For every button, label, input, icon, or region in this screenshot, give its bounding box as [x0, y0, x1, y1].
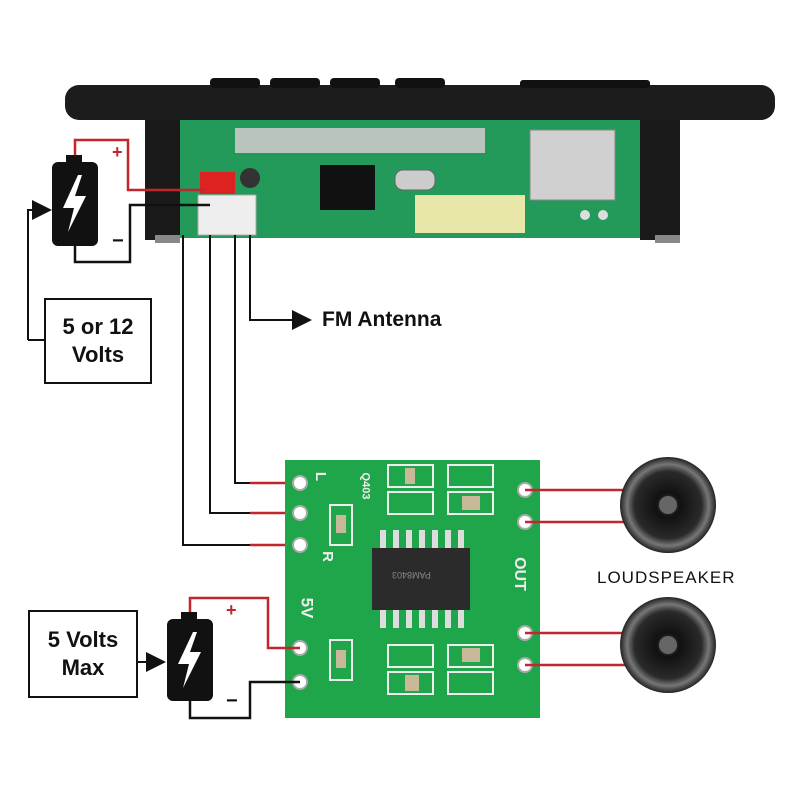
chip-mark: PAM8403 [392, 570, 431, 580]
board-mark-l: L [312, 471, 330, 482]
source-voltage-line2: Volts [71, 342, 125, 367]
amp-black-ground-wire [188, 680, 300, 720]
mp3-decoder-module [65, 78, 775, 243]
battery-icon [167, 612, 213, 701]
minus-sign: − [226, 690, 238, 712]
black-ground-wire [73, 203, 210, 264]
loudspeaker-icon [620, 457, 716, 553]
source-voltage-line1: 5 or 12 [62, 314, 134, 339]
source-arrow [27, 200, 52, 340]
pam8403-amplifier-board [285, 460, 540, 718]
loudspeaker-label: LOUDSPEAKER [597, 568, 736, 587]
board-mark-5v: 5V [297, 597, 317, 619]
board-mark-out: OUT [510, 557, 528, 591]
battery-icon [52, 155, 98, 246]
fm-antenna-wire [249, 235, 312, 330]
source-voltage-box: 5 or 12 Volts [44, 298, 152, 384]
board-mark-r: R [318, 551, 336, 562]
plus-sign: + [112, 142, 123, 162]
right-channel-wire [182, 235, 300, 546]
amp-voltage-line2: Max [61, 655, 105, 680]
amp-voltage-line1: 5 Volts [47, 627, 119, 652]
minus-sign: − [112, 230, 124, 252]
plus-sign: + [226, 600, 237, 620]
red-power-wire [73, 138, 205, 192]
amp-red-power-wire [188, 596, 300, 650]
board-mark-model: Q403 [359, 472, 372, 500]
left-channel-wire [234, 235, 300, 484]
loudspeaker-icon [620, 597, 716, 693]
fm-antenna-label: FM Antenna [322, 308, 442, 331]
